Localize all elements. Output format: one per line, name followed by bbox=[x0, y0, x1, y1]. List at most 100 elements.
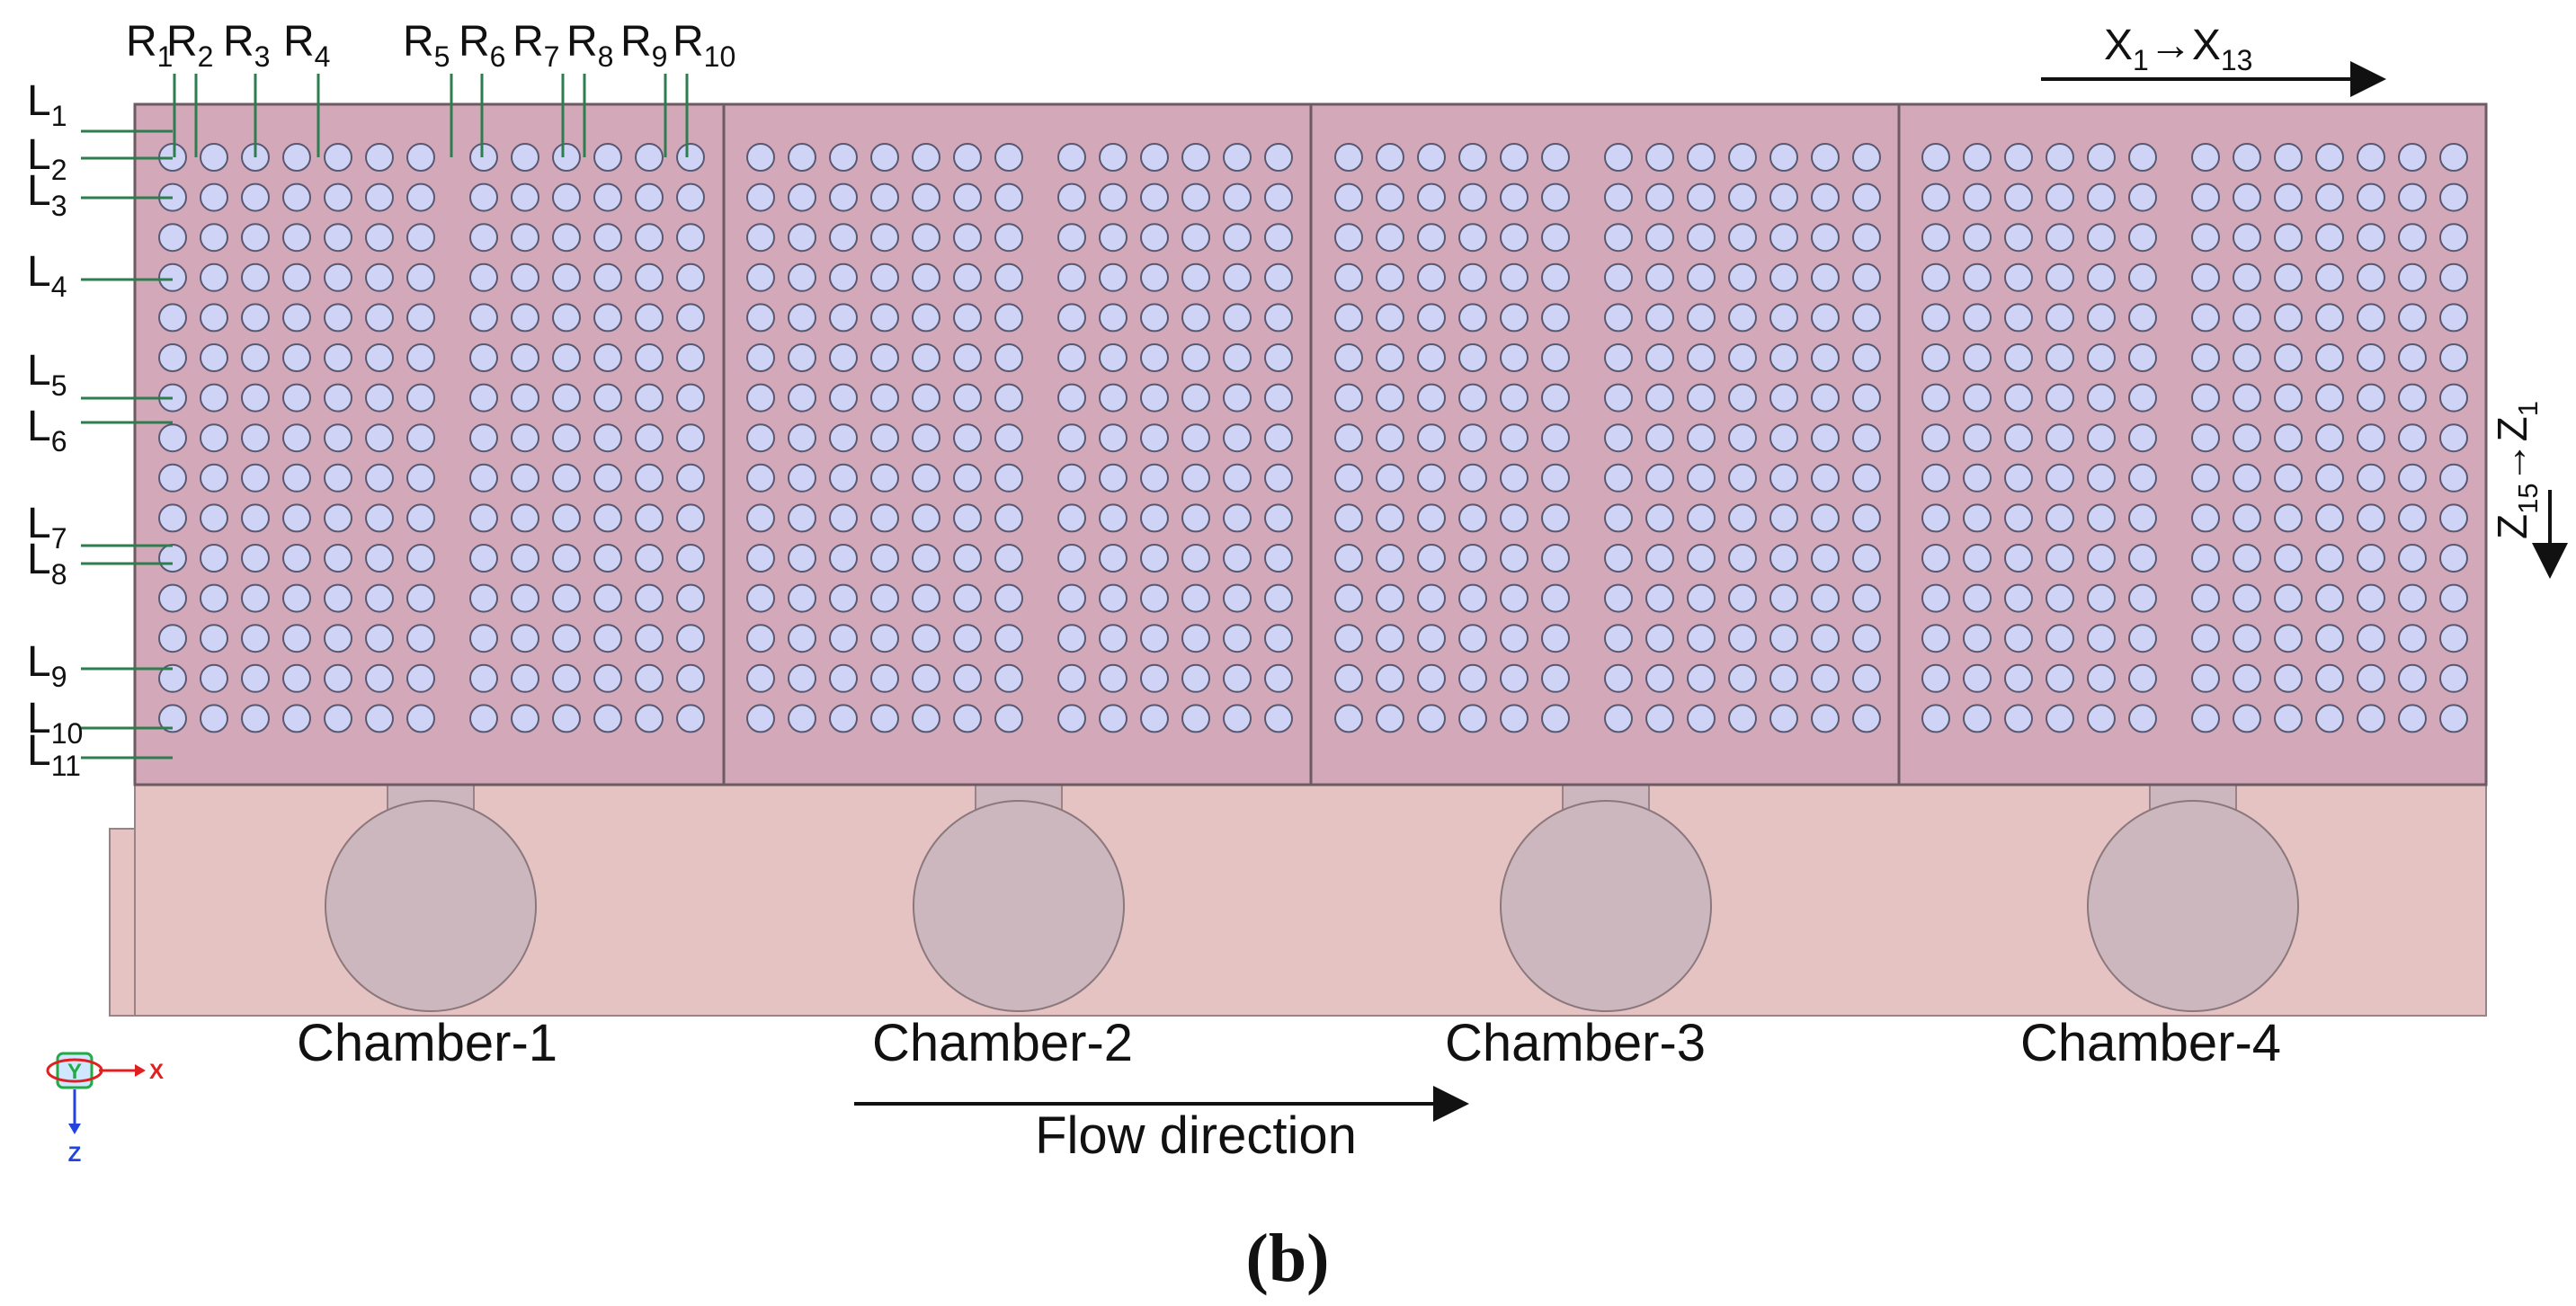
svg-text:X1→X13: X1→X13 bbox=[2104, 22, 2252, 76]
tube bbox=[1264, 423, 1293, 453]
tube bbox=[241, 303, 270, 333]
tube bbox=[1376, 463, 1404, 493]
tube bbox=[1376, 583, 1404, 613]
tube bbox=[1264, 303, 1293, 333]
tube bbox=[1458, 343, 1487, 372]
tube bbox=[1417, 143, 1446, 172]
tube bbox=[829, 463, 858, 493]
tube bbox=[469, 423, 498, 453]
tube bbox=[1376, 704, 1404, 733]
tube bbox=[788, 423, 816, 453]
tube bbox=[1921, 544, 1950, 573]
tube bbox=[1728, 583, 1757, 613]
tube bbox=[953, 624, 982, 653]
tube bbox=[746, 463, 775, 493]
tube bbox=[1099, 143, 1128, 172]
tube bbox=[1769, 583, 1798, 613]
tube bbox=[2274, 143, 2303, 172]
tube bbox=[953, 143, 982, 172]
tube bbox=[1181, 223, 1210, 253]
tube bbox=[635, 262, 664, 292]
chamber-dividers bbox=[722, 104, 1901, 785]
tube bbox=[1417, 262, 1446, 292]
tube bbox=[1376, 262, 1404, 292]
tube bbox=[365, 624, 394, 653]
layer-label: L5 bbox=[27, 347, 67, 402]
row-label: R9 bbox=[620, 18, 667, 73]
tube bbox=[1458, 544, 1487, 573]
x-dir-start-sub: 1 bbox=[2133, 44, 2149, 76]
tube bbox=[593, 583, 622, 613]
tube bbox=[1057, 343, 1086, 372]
tube bbox=[1181, 503, 1210, 533]
tube bbox=[2398, 663, 2427, 693]
tube bbox=[1852, 223, 1881, 253]
tube bbox=[1541, 383, 1570, 413]
tube bbox=[1223, 423, 1252, 453]
tube bbox=[1458, 303, 1487, 333]
tube bbox=[2315, 663, 2344, 693]
tube bbox=[1687, 223, 1716, 253]
tube bbox=[2398, 423, 2427, 453]
tube bbox=[746, 624, 775, 653]
tube bbox=[511, 343, 539, 372]
tube bbox=[1687, 383, 1716, 413]
tube bbox=[1500, 143, 1529, 172]
tube bbox=[1140, 704, 1169, 733]
layer-label: L1 bbox=[27, 77, 67, 132]
tube bbox=[1458, 223, 1487, 253]
tube bbox=[1541, 343, 1570, 372]
tube bbox=[2004, 383, 2033, 413]
row-label: R2 bbox=[166, 18, 213, 73]
tube bbox=[1057, 262, 1086, 292]
tube bbox=[1811, 383, 1840, 413]
tube bbox=[635, 624, 664, 653]
layer-label: L8 bbox=[27, 536, 67, 591]
tube bbox=[1645, 182, 1674, 212]
tube bbox=[1181, 544, 1210, 573]
chamber-label: Chamber-4 bbox=[2020, 1014, 2281, 1072]
tube bbox=[2439, 182, 2468, 212]
tube bbox=[511, 383, 539, 413]
row-label: R10 bbox=[673, 18, 735, 73]
tube bbox=[1963, 663, 1992, 693]
tube bbox=[1264, 143, 1293, 172]
tube bbox=[1604, 624, 1633, 653]
tube bbox=[1687, 182, 1716, 212]
tube bbox=[552, 343, 581, 372]
tube bbox=[1645, 663, 1674, 693]
tube bbox=[469, 503, 498, 533]
tube bbox=[1728, 182, 1757, 212]
tube bbox=[1963, 143, 1992, 172]
tube bbox=[1417, 544, 1446, 573]
tube bbox=[1963, 303, 1992, 333]
tube bbox=[2274, 182, 2303, 212]
tube bbox=[2439, 463, 2468, 493]
tube bbox=[2233, 423, 2261, 453]
tube bbox=[1541, 303, 1570, 333]
tube bbox=[2087, 223, 2116, 253]
tube bbox=[2315, 503, 2344, 533]
tube bbox=[1099, 182, 1128, 212]
tube bbox=[1181, 704, 1210, 733]
tube bbox=[1376, 544, 1404, 573]
tube bbox=[1099, 544, 1128, 573]
tube bbox=[1500, 423, 1529, 453]
tube bbox=[1223, 704, 1252, 733]
tube bbox=[552, 704, 581, 733]
tube bbox=[1541, 423, 1570, 453]
tube bbox=[2128, 463, 2157, 493]
tube bbox=[994, 503, 1023, 533]
tube bbox=[1852, 143, 1881, 172]
tube bbox=[469, 583, 498, 613]
tube bbox=[1458, 423, 1487, 453]
tube bbox=[1687, 624, 1716, 653]
tube bbox=[552, 383, 581, 413]
tube bbox=[1728, 223, 1757, 253]
tube bbox=[2315, 544, 2344, 573]
tube bbox=[593, 663, 622, 693]
tube bbox=[365, 503, 394, 533]
tube bbox=[1140, 303, 1169, 333]
tube bbox=[2191, 182, 2220, 212]
